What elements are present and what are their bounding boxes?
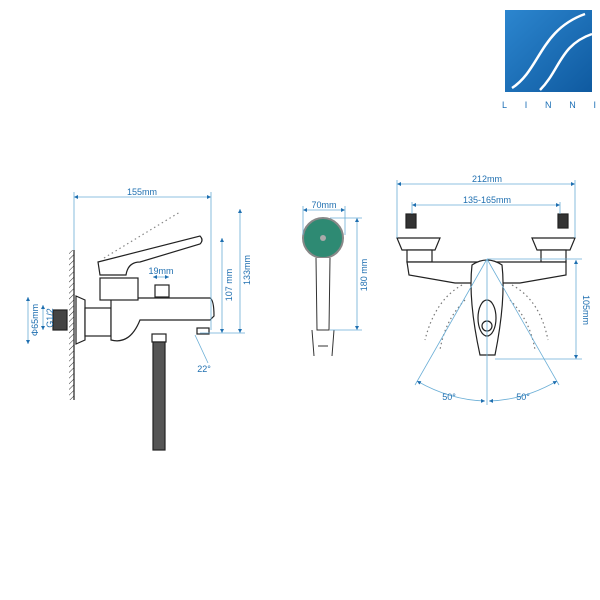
centers-label: 135-165mm — [463, 195, 511, 205]
inlet-thread — [52, 309, 68, 331]
logo-letter: I — [524, 100, 528, 110]
side-width-label: 155mm — [127, 187, 157, 197]
diverter-knob — [154, 284, 170, 298]
shower-hose — [152, 341, 166, 451]
side-view-dimensions — [26, 192, 245, 364]
spout-angle-label: 22° — [197, 364, 211, 374]
shower-diameter-label: 70mm — [311, 200, 336, 210]
escutcheon-label: Φ65mm — [30, 304, 40, 336]
front-view — [396, 213, 576, 356]
logo-wordmark: L I N N I — [502, 100, 596, 110]
shower-length-label: 180 mm — [359, 259, 369, 292]
logo-letter: L — [502, 100, 508, 110]
thread-label: G1/2 — [45, 308, 55, 328]
right-angle-label: 50° — [516, 392, 530, 402]
shower-dimensions — [302, 206, 362, 331]
logo-letter: N — [545, 100, 552, 110]
hose-nut — [151, 333, 167, 343]
wall-hatch — [69, 250, 74, 400]
total-height-label: 133mm — [242, 255, 252, 285]
side-view — [52, 211, 215, 451]
left-angle-label: 50° — [442, 392, 456, 402]
logo-letter: I — [593, 100, 596, 110]
front-width-label: 212mm — [472, 174, 502, 184]
lever-height-label: 107 mm — [224, 269, 234, 302]
front-height-label: 105mm — [581, 295, 591, 325]
logo-letter: N — [569, 100, 576, 110]
front-dimensions — [396, 180, 582, 405]
linni-logo — [505, 10, 593, 92]
diverter-label: 19mm — [148, 266, 173, 276]
hand-shower — [302, 217, 344, 357]
